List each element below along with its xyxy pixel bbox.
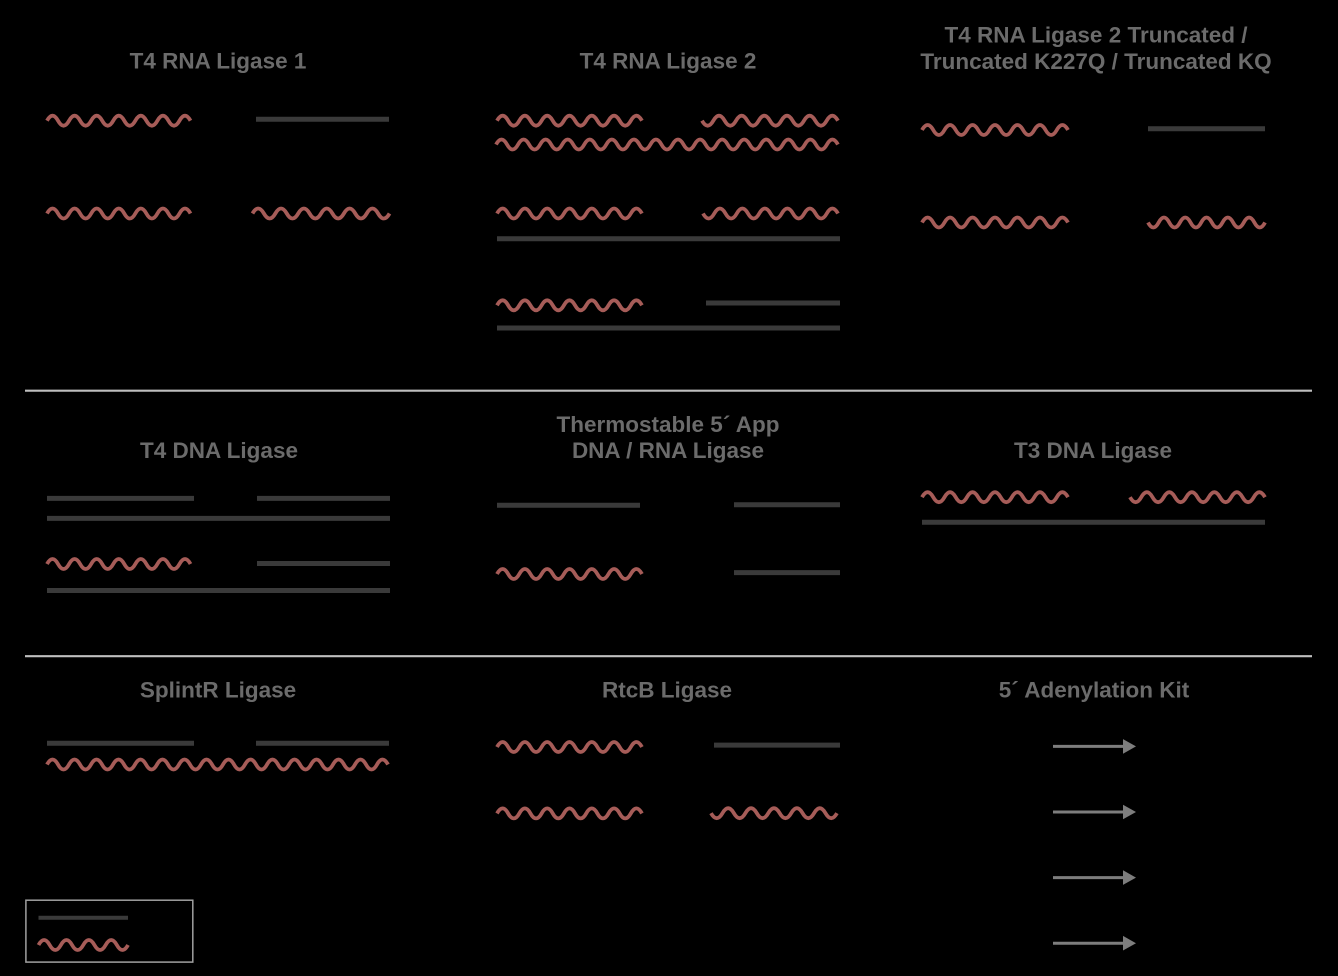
svg-text:RtcB Ligase: RtcB Ligase bbox=[602, 678, 732, 703]
svg-text:T4 RNA Ligase 1: T4 RNA Ligase 1 bbox=[130, 48, 307, 73]
svg-text:DNA / RNA Ligase: DNA / RNA Ligase bbox=[572, 438, 764, 463]
svg-text:5´ Adenylation Kit: 5´ Adenylation Kit bbox=[999, 678, 1190, 703]
svg-text:T4 RNA Ligase 2 Truncated /: T4 RNA Ligase 2 Truncated / bbox=[945, 23, 1249, 48]
svg-text:T4 RNA Ligase 2: T4 RNA Ligase 2 bbox=[580, 48, 757, 73]
svg-text:SplintR Ligase: SplintR Ligase bbox=[140, 678, 296, 703]
svg-text:Thermostable 5´ App: Thermostable 5´ App bbox=[557, 412, 780, 437]
svg-text:T3 DNA Ligase: T3 DNA Ligase bbox=[1014, 438, 1172, 463]
svg-text:T4 DNA Ligase: T4 DNA Ligase bbox=[140, 438, 298, 463]
svg-text:Truncated K227Q / Truncated KQ: Truncated K227Q / Truncated KQ bbox=[920, 49, 1271, 74]
